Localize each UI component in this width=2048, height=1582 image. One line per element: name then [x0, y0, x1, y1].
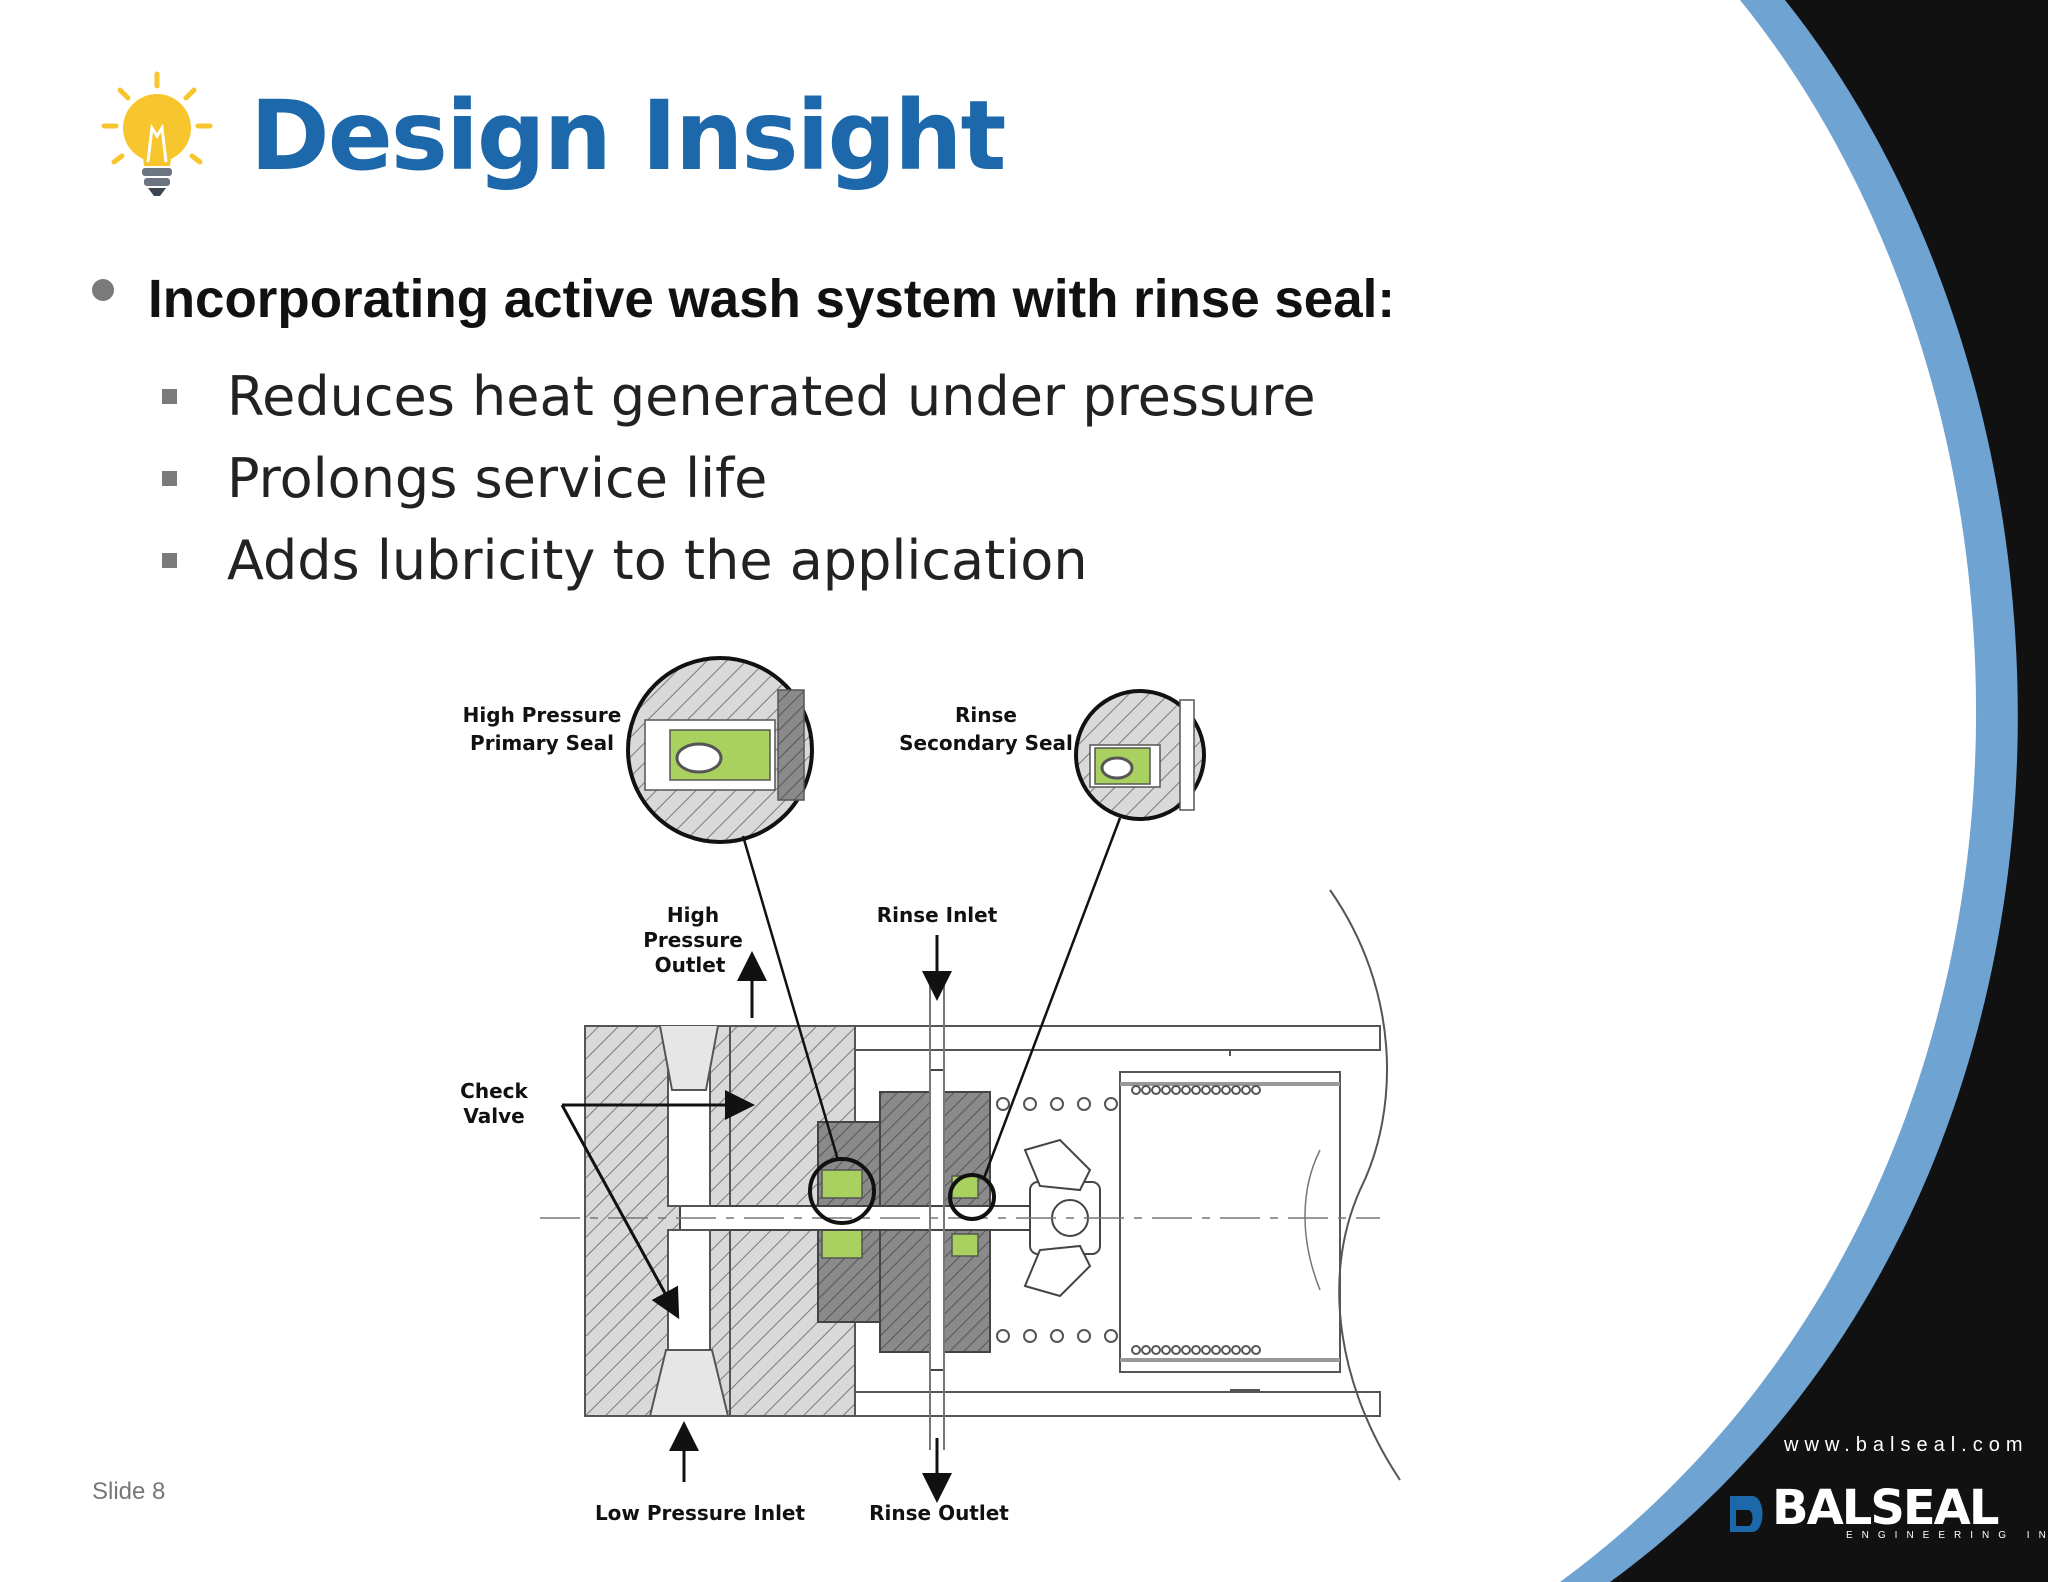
list-item: Prolongs service life [162, 437, 1316, 519]
label-check-valve-line2: Valve [463, 1104, 524, 1128]
hp-seal-detail [626, 656, 814, 844]
label-hp-outlet-line2: Pressure [643, 928, 743, 952]
bullet-dot [92, 279, 114, 301]
list-item-text: Adds lubricity to the application [227, 528, 1088, 592]
main-bullet: Incorporating active wash system with ri… [92, 268, 1420, 330]
lightbulb-icon [101, 71, 213, 196]
logo-text: BALSEAL [1772, 1480, 1999, 1536]
balseal-logo-mark [1730, 1496, 1763, 1532]
main-bullet-text: Incorporating active wash system with ri… [148, 269, 1395, 329]
label-rinse-inlet: Rinse Inlet [877, 903, 998, 927]
company-logo: BALSEAL ENGINEERING INC. [1730, 1484, 2048, 1560]
seal-diagram: High Pressure Primary Seal Rinse Seconda… [460, 656, 1401, 1525]
label-rinse-seal-line1: Rinse [955, 703, 1017, 727]
list-item: Adds lubricity to the application [162, 519, 1316, 601]
label-rinse-outlet: Rinse Outlet [869, 1501, 1009, 1525]
label-hp-seal-line2: Primary Seal [470, 731, 614, 755]
rinse-seal-callout [948, 1173, 996, 1221]
label-hp-seal-line1: High Pressure [463, 703, 622, 727]
page-title: Design Insight [250, 80, 1006, 192]
rinse-seal-detail [1074, 689, 1206, 821]
list-item-text: Prolongs service life [227, 446, 768, 510]
list-item-text: Reduces heat generated under pressure [227, 364, 1316, 428]
label-hp-outlet-line3: Outlet [655, 953, 726, 977]
label-hp-outlet-line1: High [667, 903, 719, 927]
label-check-valve-line1: Check [460, 1079, 528, 1103]
slide-number: Slide 8 [92, 1478, 166, 1505]
hp-seal-callout [808, 1157, 876, 1225]
pump-housing [540, 889, 1401, 1481]
list-item: Reduces heat generated under pressure [162, 355, 1316, 437]
logo-subtext: ENGINEERING INC. [1846, 1530, 2048, 1541]
bullet-square [162, 388, 177, 404]
label-low-pressure-inlet: Low Pressure Inlet [595, 1501, 806, 1525]
website-url: www.balseal.com [1784, 1434, 2029, 1456]
sub-bullet-list: Reduces heat generated under pressure Pr… [162, 355, 1316, 601]
bullet-square [162, 552, 177, 568]
label-rinse-seal-line2: Secondary Seal [899, 731, 1073, 755]
bullet-square [162, 470, 177, 486]
